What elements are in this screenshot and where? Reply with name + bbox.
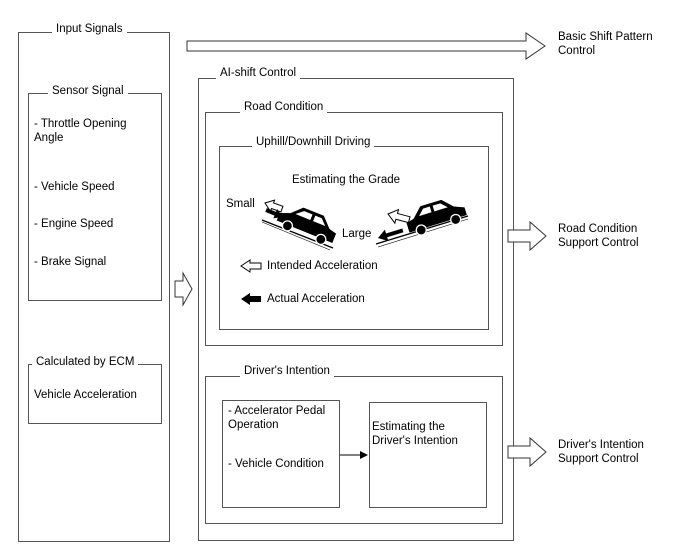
estimating-intention-label: Estimating the Driver's Intention <box>372 421 458 447</box>
small-label: Small <box>226 198 255 210</box>
large-label: Large <box>342 228 372 240</box>
uphill-downhill-title: Uphill/Downhill Driving <box>252 135 375 149</box>
sensor-item-brake-signal: - Brake Signal <box>34 256 107 268</box>
sensor-signal-title: Sensor Signal <box>48 84 128 98</box>
uphill-car-icon <box>406 199 467 236</box>
driver-support-arrow <box>507 436 547 468</box>
sensor-item-vehicle-speed: - Vehicle Speed <box>34 181 115 193</box>
drivers-intention-box <box>205 376 503 524</box>
road-support-arrow <box>507 220 547 252</box>
road-condition-title: Road Condition <box>240 100 328 114</box>
sensor-item-engine-speed: - Engine Speed <box>34 218 114 230</box>
basic-shift-label: Basic Shift Pattern Control <box>558 31 653 57</box>
calculated-ecm-title: Calculated by ECM <box>32 355 139 369</box>
downhill-car-icon <box>276 207 337 246</box>
driver-support-label: Driver's Intention Support Control <box>558 439 644 465</box>
small-actual-arrow <box>265 208 283 219</box>
large-intended-arrow <box>387 208 411 225</box>
accelerator-pedal-label: - Accelerator Pedal Operation <box>228 405 326 431</box>
legend-actual-label: Actual Acceleration <box>267 293 365 305</box>
legend-actual-arrow-icon <box>241 293 261 305</box>
large-actual-arrow <box>378 228 404 242</box>
sensor-item-throttle: - Throttle Opening Angle <box>34 118 127 144</box>
road-condition-box <box>205 112 503 346</box>
estimating-intention-box <box>369 402 487 508</box>
basic-shift-arrow <box>186 32 546 60</box>
vehicle-condition-label: - Vehicle Condition <box>228 458 324 470</box>
input-to-ai-arrow <box>174 271 193 307</box>
ai-shift-box <box>198 78 514 541</box>
ai-shift-title: AI-shift Control <box>216 66 301 80</box>
estimating-grade-label: Estimating the Grade <box>292 174 401 186</box>
legend-intended-label: Intended Acceleration <box>267 260 378 272</box>
road-support-label: Road Condition Support Control <box>558 223 639 249</box>
drivers-intention-title: Driver's Intention <box>240 364 334 378</box>
intention-connector-head <box>360 451 368 459</box>
legend-intended-arrow-icon <box>240 259 262 273</box>
input-signals-title: Input Signals <box>52 22 127 36</box>
vehicle-acceleration-label: Vehicle Acceleration <box>34 389 137 401</box>
intention-inputs-box <box>222 400 340 508</box>
